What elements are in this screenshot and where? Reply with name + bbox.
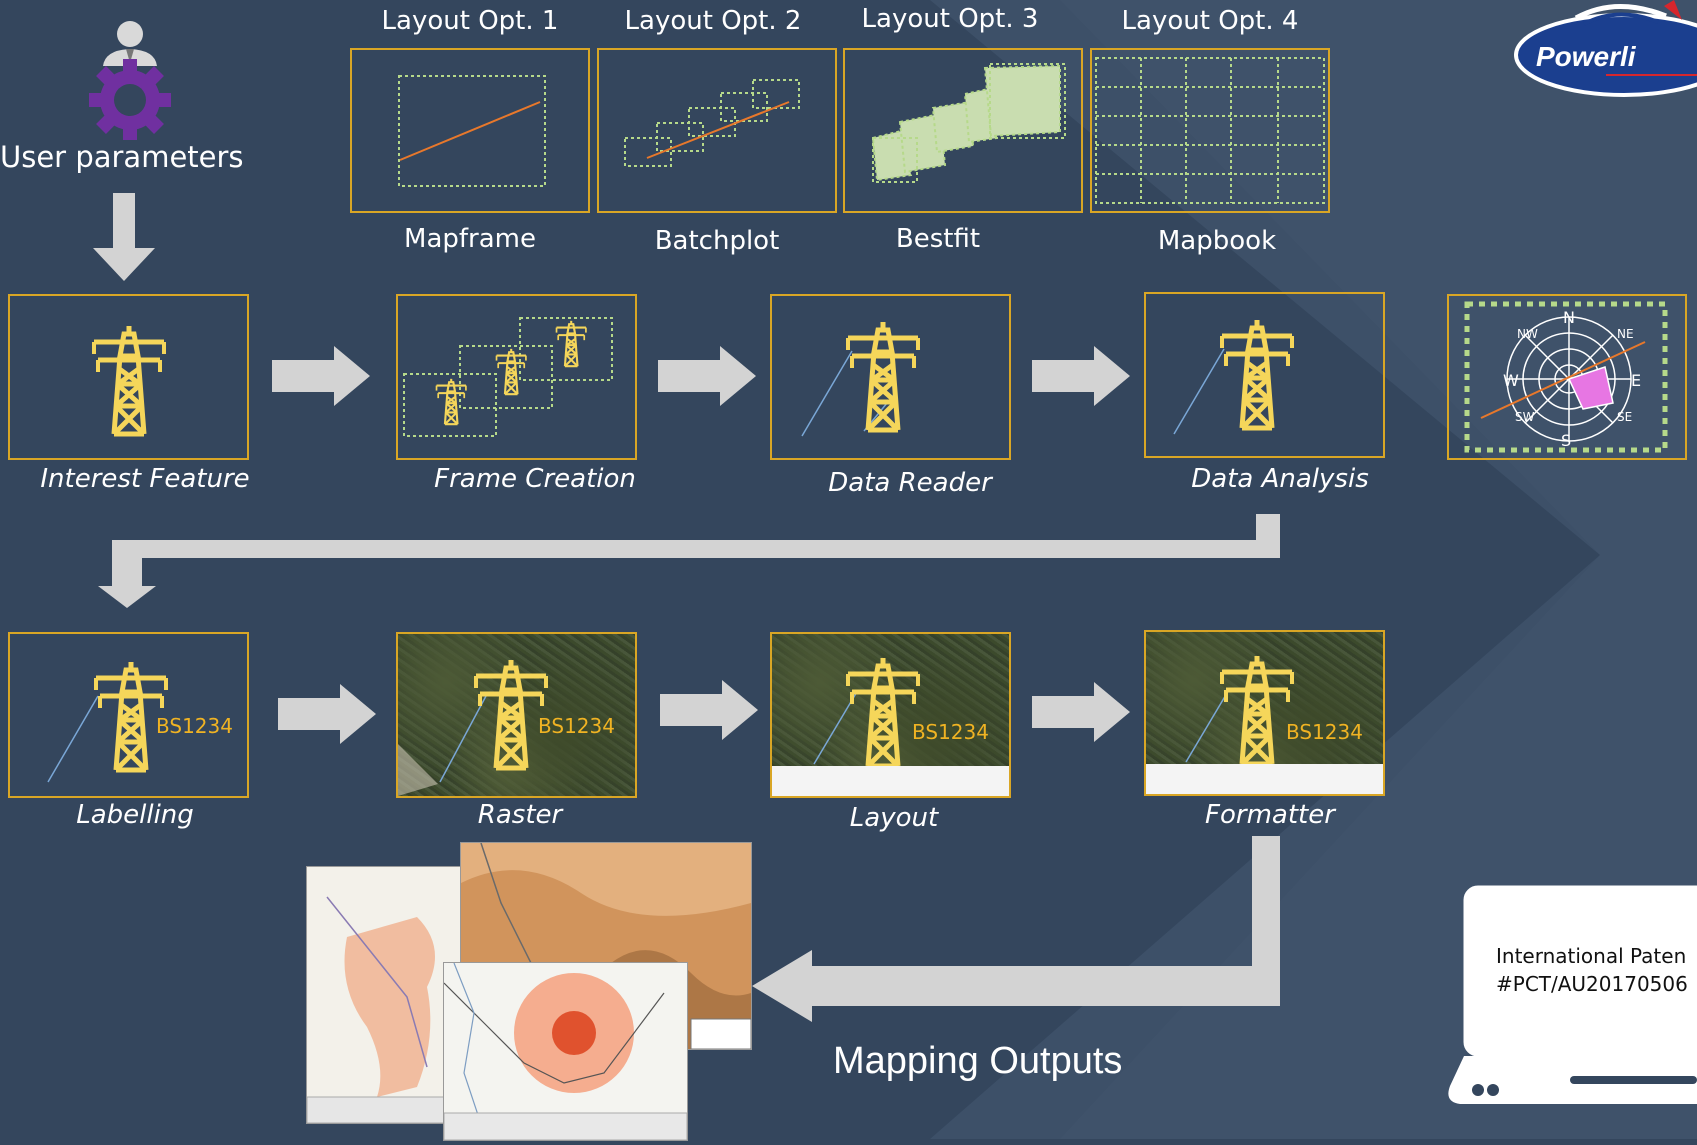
data-analysis-diagram <box>1173 294 1383 435</box>
stage-label-formatter: Formatter <box>1205 800 1335 830</box>
arrow-right <box>272 346 370 406</box>
stage-raster: BS1234 <box>396 632 637 798</box>
output-map-1 <box>306 866 483 1124</box>
layout-opt-3-box <box>843 48 1083 213</box>
patent-line-2: #PCT/AU20170506 <box>1496 972 1688 996</box>
stage-data-analysis <box>1144 292 1385 458</box>
tower-label: BS1234 <box>912 720 989 744</box>
stage-label-labelling: Labelling <box>76 800 194 830</box>
layout-opt-3-title: Layout Opt. 3 <box>861 4 1039 34</box>
user-gear-icon <box>89 21 171 140</box>
layout-opt-4-title: Layout Opt. 4 <box>1121 6 1299 36</box>
tower-label: BS1234 <box>538 714 615 738</box>
tower-label: BS1234 <box>156 714 233 738</box>
stage-label-data-analysis: Data Analysis <box>1191 464 1369 494</box>
output-arrow <box>752 836 1280 1022</box>
output-map-3 <box>443 962 688 1141</box>
layout-opt-1-title: Layout Opt. 1 <box>381 6 559 36</box>
arrow-down <box>93 193 155 281</box>
layout-diagram <box>813 634 1009 796</box>
arrow-right <box>1032 346 1130 406</box>
layout-opt-2-name: Batchplot <box>654 226 780 256</box>
raster-diagram <box>398 634 635 796</box>
compass-n: N <box>1563 308 1575 327</box>
user-parameters-label: User parameters <box>0 140 244 174</box>
layout-opt-1-box <box>350 48 590 213</box>
data-reader-diagram <box>801 296 1009 437</box>
bestfit-diagram <box>871 63 1066 183</box>
stage-layout: BS1234 <box>770 632 1011 798</box>
batchplot-diagram <box>624 79 800 167</box>
compass-w: W <box>1503 371 1519 390</box>
compass-panel: N NE E SE S SW W NW <box>1447 294 1687 460</box>
mapping-outputs-label: Mapping Outputs <box>833 1040 1123 1082</box>
stage-labelling: BS1234 <box>8 632 249 798</box>
compass-s: S <box>1561 431 1571 450</box>
patent-text: International Paten #PCT/AU20170506 <box>1496 942 1688 998</box>
layout-opt-2-box <box>597 48 837 213</box>
compass-nw: NW <box>1517 327 1538 341</box>
layout-title-block <box>772 766 1009 796</box>
stage-label-frame-creation: Frame Creation <box>434 464 636 494</box>
stage-frame-creation <box>396 294 637 460</box>
stage-interest-feature <box>8 294 249 460</box>
connector-arrow <box>98 514 1280 608</box>
arrow-right <box>278 684 376 744</box>
layout-opt-3-name: Bestfit <box>895 224 981 254</box>
powerlink-logo: Powerli <box>1514 0 1697 97</box>
layout-opt-4-box <box>1090 48 1330 213</box>
frame-creation-diagram <box>403 317 613 437</box>
arrow-right <box>658 346 756 406</box>
logo-text: Powerli <box>1536 41 1637 72</box>
labelling-diagram <box>47 634 247 783</box>
compass-e: E <box>1631 371 1641 390</box>
layout-opt-1-name: Mapframe <box>404 224 536 254</box>
arrow-right <box>660 680 758 740</box>
stage-data-reader <box>770 294 1011 460</box>
arrow-right <box>1032 682 1130 742</box>
patent-line-1: International Paten <box>1496 944 1687 968</box>
compass-ne: NE <box>1617 327 1634 341</box>
formatter-title-block <box>1146 764 1383 794</box>
stage-label-interest-feature: Interest Feature <box>40 464 250 494</box>
stage-label-raster: Raster <box>477 800 563 830</box>
compass-se: SE <box>1617 410 1632 424</box>
stage-formatter: BS1234 <box>1144 630 1385 796</box>
formatter-diagram <box>1185 632 1383 794</box>
compass-rose-diagram: N NE E SE S SW W NW <box>1464 301 1668 453</box>
tower-label: BS1234 <box>1286 720 1363 744</box>
stage-label-layout: Layout <box>849 803 939 833</box>
laptop-icon <box>1448 885 1697 1104</box>
mapbook-grid <box>1095 57 1325 204</box>
layout-opt-4-name: Mapbook <box>1157 226 1277 256</box>
layout-opt-2-title: Layout Opt. 2 <box>624 6 802 36</box>
stage-label-data-reader: Data Reader <box>828 468 992 498</box>
compass-sw: SW <box>1515 410 1535 424</box>
mapframe-diagram <box>398 75 546 187</box>
tower-icon <box>88 324 170 439</box>
